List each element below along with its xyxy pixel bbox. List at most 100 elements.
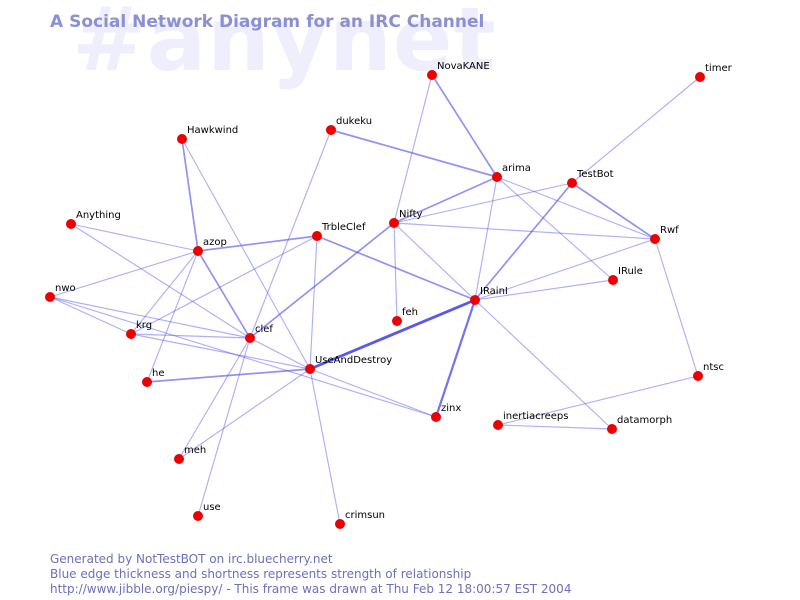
edge-clef-use: [197, 337, 251, 517]
node-label-ntsc: ntsc: [703, 362, 724, 373]
node-label-Hawkwind: Hawkwind: [187, 125, 238, 136]
edge-ntsc-inertiacreeps: [497, 375, 699, 426]
node-Nifty: Nifty: [389, 209, 423, 228]
node-TrbleClef: TrbleClef: [312, 222, 366, 241]
node-inertiacreeps: inertiacreeps: [493, 411, 568, 430]
edge-azop-he: [146, 250, 199, 383]
node-label-azop: azop: [203, 237, 227, 248]
node-dot-ntsc: [693, 371, 703, 381]
node-Rwf: Rwf: [650, 225, 679, 244]
edge-azop-krg: [130, 250, 199, 335]
edge-TrbleClef-UseAndDestroy: [309, 235, 318, 370]
edge-arima-IRule: [496, 176, 614, 281]
edge-UseAndDestroy-he: [146, 368, 311, 383]
node-krg: krg: [126, 320, 152, 339]
edge-dukeku-arima: [330, 129, 498, 178]
node-label-feh: feh: [402, 307, 418, 318]
node-dot-Rwf: [650, 234, 660, 244]
node-dot-he: [142, 377, 152, 387]
edge-TestBot-Nifty: [393, 182, 573, 224]
node-arima: arima: [492, 163, 531, 182]
edge-TrbleClef-krg: [130, 235, 318, 335]
node-dukeku: dukeku: [326, 116, 372, 135]
node-label-NovaKANE: NovaKANE: [437, 61, 490, 72]
edge-nwo-krg: [49, 296, 132, 335]
footer-legend-note: Blue edge thickness and shortness repres…: [50, 567, 472, 581]
node-label-IRainI: IRainI: [480, 286, 508, 297]
node-NovaKANE: NovaKANE: [427, 61, 490, 80]
node-dot-Anything: [66, 219, 76, 229]
node-IRule: IRule: [608, 266, 643, 285]
edge-TestBot-Rwf: [571, 182, 656, 240]
edge-UseAndDestroy-zinx: [309, 368, 437, 418]
edge-Rwf-IRainI: [474, 238, 656, 301]
node-IRainI: IRainI: [470, 286, 508, 305]
node-dot-TrbleClef: [312, 231, 322, 241]
edge-NovaKANE-Nifty: [393, 74, 433, 224]
node-dot-use: [193, 511, 203, 521]
node-dot-krg: [126, 329, 136, 339]
footer: Generated by NotTestBOT on irc.bluecherr…: [50, 552, 571, 597]
edge-TestBot-IRainI: [474, 182, 573, 301]
node-dot-crimsun: [335, 519, 345, 529]
edge-UseAndDestroy-crimsun: [309, 368, 341, 525]
node-label-TestBot: TestBot: [576, 169, 614, 180]
edge-nwo-zinx: [49, 296, 437, 418]
node-label-nwo: nwo: [55, 283, 76, 294]
node-datamorph: datamorph: [607, 415, 672, 434]
edge-arima-Rwf: [496, 176, 656, 240]
edge-krg-UseAndDestroy: [130, 333, 311, 370]
node-label-use: use: [203, 502, 221, 513]
edge-nwo-clef: [49, 296, 251, 339]
node-label-clef: clef: [255, 324, 273, 335]
node-label-arima: arima: [502, 163, 531, 174]
node-dot-Hawkwind: [177, 134, 187, 144]
node-label-krg: krg: [136, 320, 152, 331]
diagram-title: A Social Network Diagram for an IRC Chan…: [50, 12, 485, 32]
node-clef: clef: [245, 324, 273, 343]
node-dot-IRule: [608, 275, 618, 285]
edge-Hawkwind-azop: [181, 138, 199, 252]
footer-timestamp: http://www.jibble.org/piespy/ - This fra…: [50, 582, 572, 596]
node-feh: feh: [392, 307, 418, 326]
node-Anything: Anything: [66, 210, 121, 229]
node-dot-NovaKANE: [427, 70, 437, 80]
node-label-crimsun: crimsun: [345, 510, 385, 521]
edge-Rwf-ntsc: [654, 238, 699, 377]
node-ntsc: ntsc: [693, 362, 724, 381]
edge-clef-meh: [178, 337, 251, 460]
node-label-Rwf: Rwf: [660, 225, 679, 236]
edge-layer: [49, 74, 701, 525]
node-meh: meh: [174, 445, 206, 464]
node-azop: azop: [193, 237, 227, 256]
node-dot-meh: [174, 454, 184, 464]
edge-inertiacreeps-datamorph: [497, 424, 613, 430]
edge-dukeku-clef: [249, 129, 332, 339]
node-timer: timer: [695, 63, 733, 82]
node-label-dukeku: dukeku: [336, 116, 372, 127]
node-use: use: [193, 502, 221, 521]
edge-IRainI-zinx: [434, 298, 477, 419]
node-label-timer: timer: [705, 63, 733, 74]
node-nwo: nwo: [45, 283, 76, 302]
node-dot-UseAndDestroy: [305, 364, 315, 374]
node-dot-zinx: [431, 412, 441, 422]
edge-IRainI-UseAndDestroy: [308, 298, 477, 371]
node-TestBot: TestBot: [567, 169, 614, 188]
edge-IRainI-datamorph: [474, 299, 613, 430]
node-he: he: [142, 368, 165, 387]
node-UseAndDestroy: UseAndDestroy: [305, 355, 392, 374]
node-dot-Nifty: [389, 218, 399, 228]
node-dot-inertiacreeps: [493, 420, 503, 430]
node-label-zinx: zinx: [441, 403, 461, 414]
edge-Anything-azop: [70, 223, 199, 252]
node-label-meh: meh: [184, 445, 206, 456]
edge-Nifty-clef: [249, 222, 395, 339]
edge-clef-UseAndDestroy: [249, 337, 311, 370]
node-dot-clef: [245, 333, 255, 343]
node-label-inertiacreeps: inertiacreeps: [503, 411, 568, 422]
edge-arima-Nifty: [393, 176, 498, 224]
node-dot-feh: [392, 316, 402, 326]
